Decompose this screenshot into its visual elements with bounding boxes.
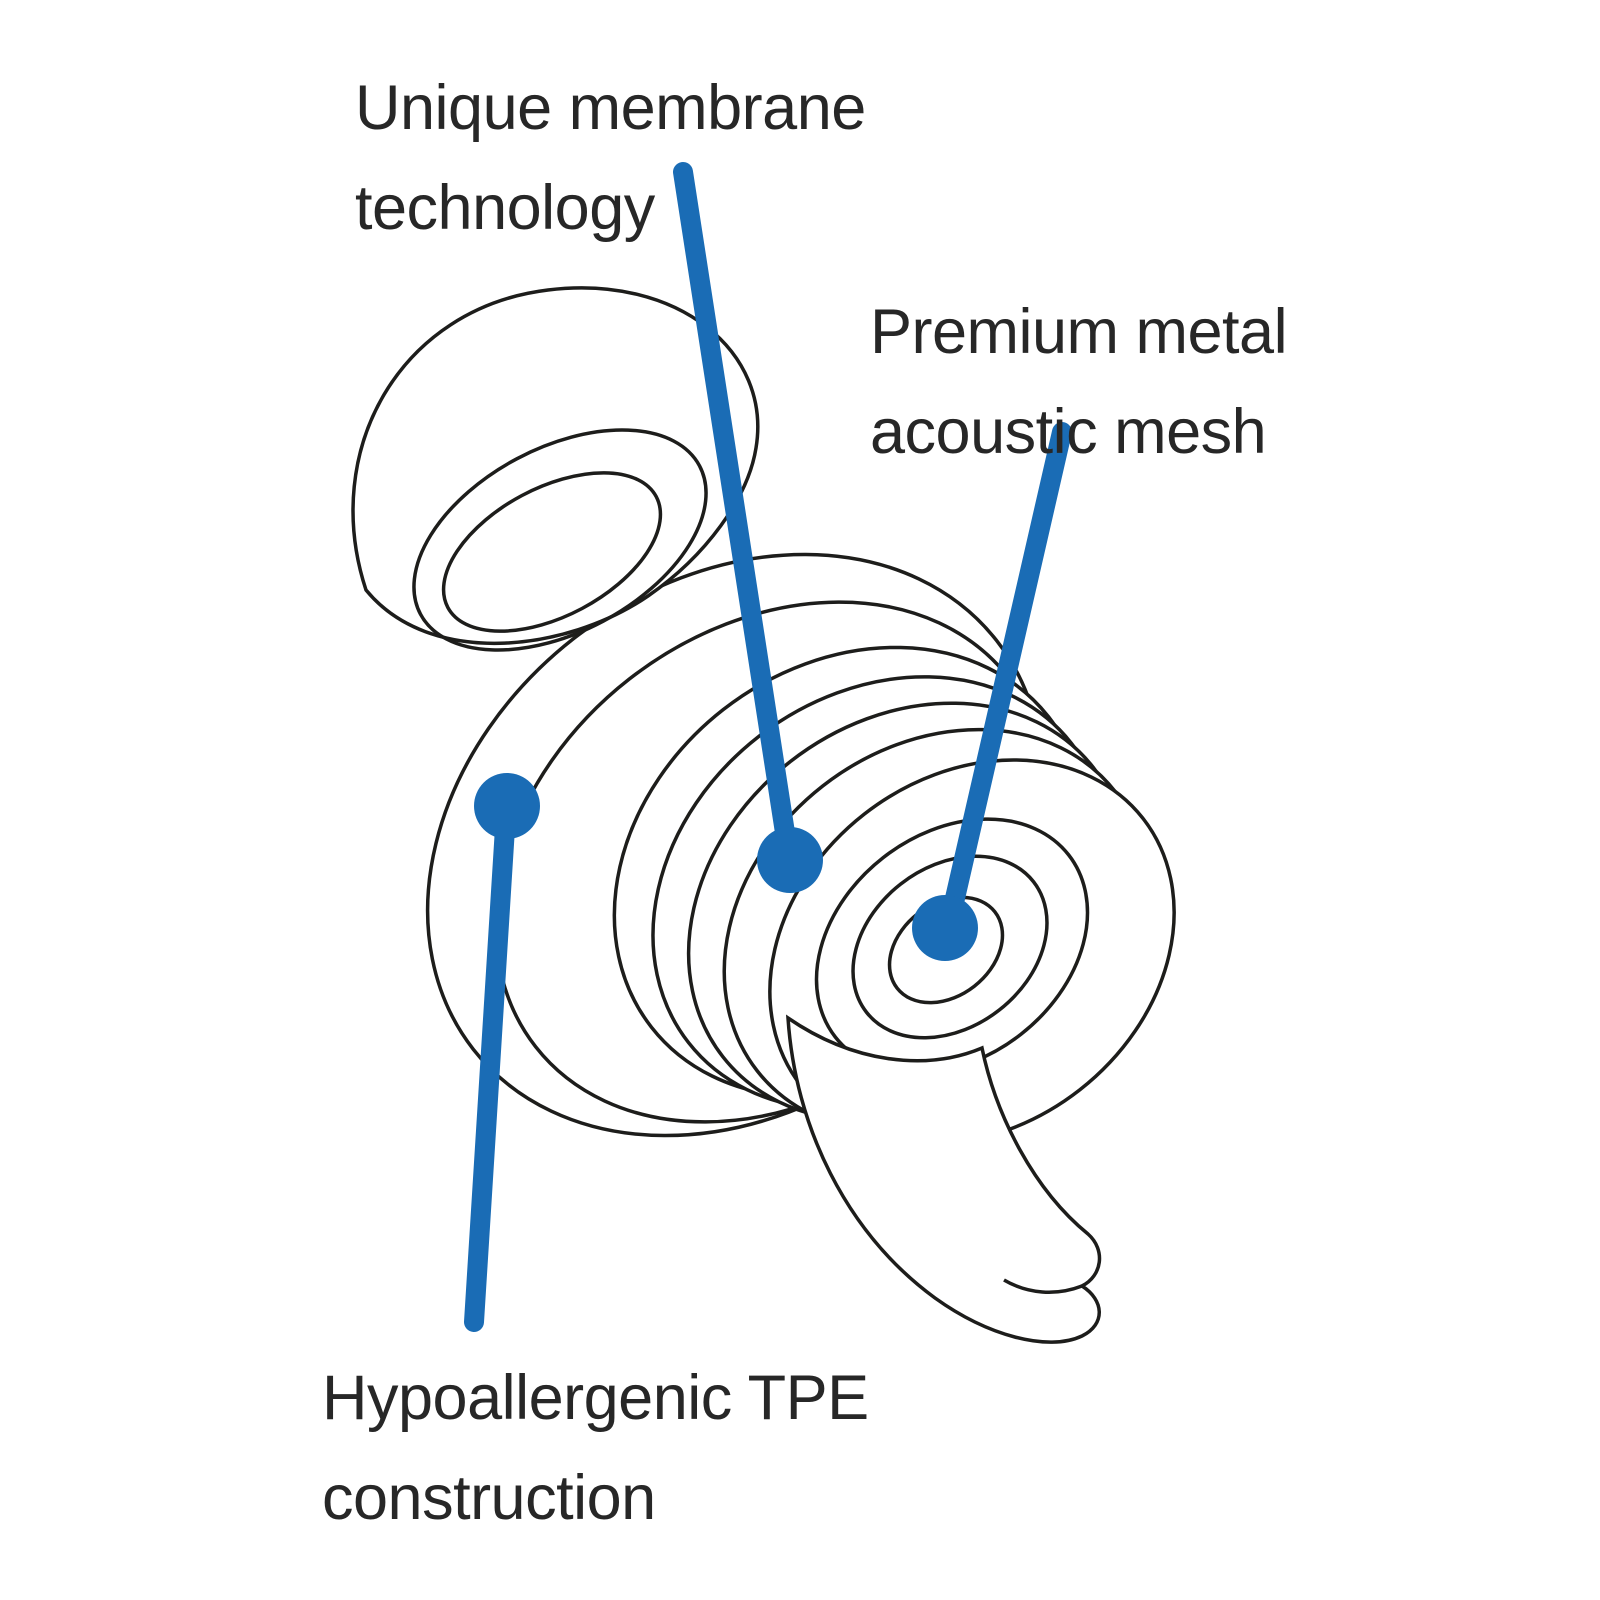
callout-dot-mesh bbox=[912, 895, 978, 961]
leader-line-mesh bbox=[940, 422, 1072, 930]
label-tpe-construction: Hypoallergenic TPE construction bbox=[322, 1363, 869, 1533]
leader-line-tpe bbox=[464, 802, 516, 1332]
label-membrane-technology: Unique membrane technology bbox=[355, 73, 866, 243]
dome-rim-outer bbox=[412, 428, 708, 652]
tail-tip-notch bbox=[1003, 1278, 1083, 1294]
label-acoustic-mesh: Premium metal acoustic mesh bbox=[870, 297, 1288, 467]
earplug-illustration bbox=[351, 286, 1176, 1344]
tail-stem bbox=[786, 1014, 1102, 1344]
boss-ring bbox=[814, 817, 1090, 1075]
callout-annotations bbox=[464, 162, 1072, 1332]
callout-dot-membrane bbox=[757, 827, 823, 893]
dome-rim-inner bbox=[441, 471, 663, 633]
leader-line-membrane bbox=[673, 162, 798, 862]
callout-dot-tpe bbox=[474, 773, 540, 839]
